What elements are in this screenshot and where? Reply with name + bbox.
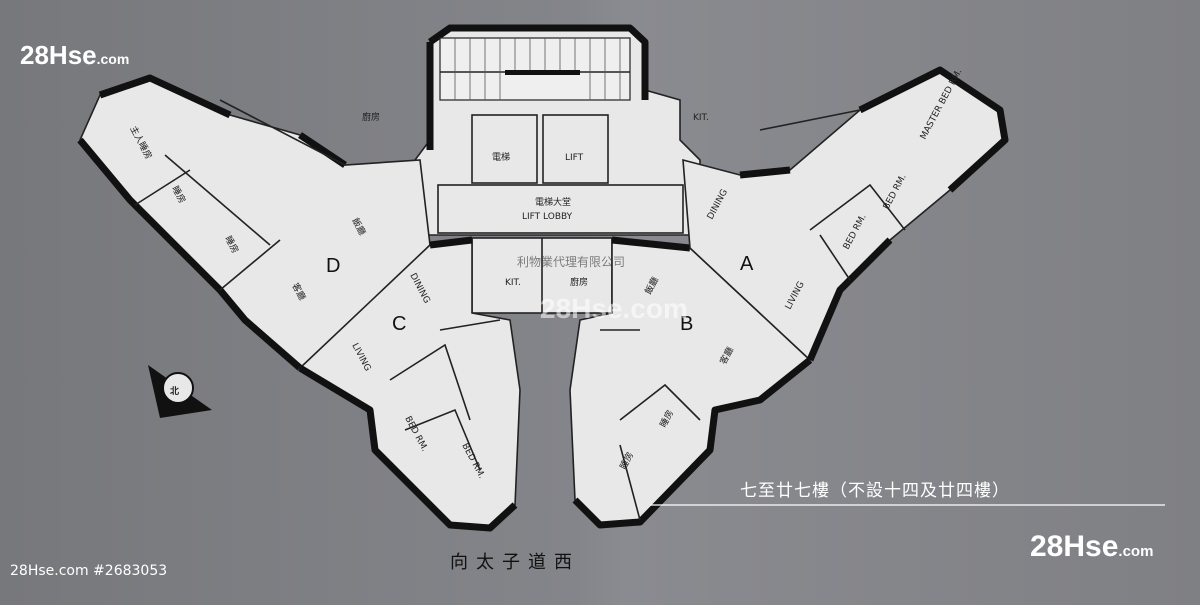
lift-lobby bbox=[437, 184, 684, 234]
watermark-logo-bottom-text: 28Hse bbox=[1030, 530, 1119, 563]
watermark-logo-top-suffix: .com bbox=[96, 51, 130, 67]
lobby-label-en: LIFT LOBBY bbox=[522, 212, 573, 222]
listing-reference: 28Hse.com #2683053 bbox=[10, 563, 168, 579]
unit-a-kitchen-label: KIT. bbox=[693, 113, 709, 123]
lift-right-label: LIFT bbox=[565, 153, 584, 163]
kitchen-b-label: 廚房 bbox=[570, 276, 588, 288]
floor-caption: 七至廿七樓（不設十四及廿四樓） bbox=[740, 481, 1010, 501]
central-core: 電梯 LIFT 電梯大堂 LIFT LOBBY KIT. 廚房 bbox=[414, 24, 701, 314]
road-label: 向太子道西 bbox=[450, 552, 580, 573]
lift-car-right bbox=[542, 114, 609, 184]
center-watermark-logo: 28Hse.com bbox=[540, 293, 688, 324]
lobby-label-zh: 電梯大堂 bbox=[535, 196, 571, 208]
lift-car-left bbox=[471, 114, 538, 184]
unit-c: DINING LIVING BED RM. BED RM. C bbox=[298, 236, 521, 532]
unit-d-kitchen-label: 廚房 bbox=[362, 111, 380, 123]
kitchen-c-label: KIT. bbox=[505, 278, 521, 288]
compass-north-icon: 北 bbox=[148, 365, 212, 418]
watermark-logo-bottom: 28Hse.com bbox=[1030, 530, 1153, 564]
unit-a-letter: A bbox=[740, 253, 754, 275]
lift-left-label: 電梯 bbox=[492, 151, 510, 163]
unit-b: 飯廳 客廳 睡房 睡房 B bbox=[569, 236, 813, 529]
watermark-logo-bottom-suffix: .com bbox=[1118, 543, 1154, 560]
staircase bbox=[439, 37, 631, 101]
center-watermark-agent: 利物業代理有限公司 bbox=[517, 255, 625, 269]
unit-a: KIT. DINING LIVING MASTER BED RM. BED RM… bbox=[682, 66, 1009, 362]
unit-c-letter: C bbox=[392, 313, 406, 335]
watermark-logo-top: 28Hse.com bbox=[20, 40, 129, 71]
unit-b-letter: B bbox=[680, 313, 693, 335]
unit-d-letter: D bbox=[326, 255, 340, 277]
compass-label: 北 bbox=[170, 385, 179, 397]
watermark-logo-top-text: 28Hse bbox=[20, 40, 97, 70]
